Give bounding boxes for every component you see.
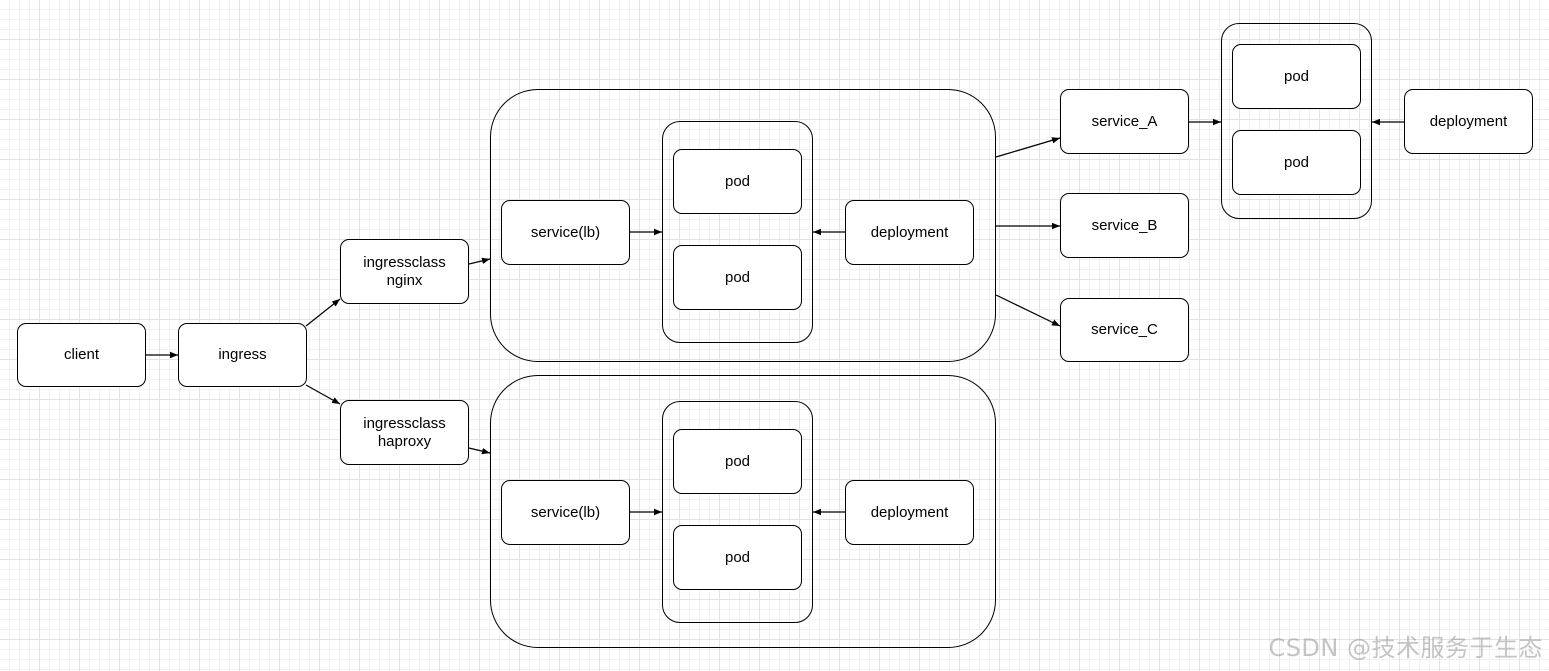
edge-cluster-to-service-c (995, 294, 1061, 327)
edge-ingress-to-nginx (305, 298, 341, 327)
ingressclass-nginx-node[interactable]: ingressclass nginx (340, 239, 469, 304)
service-a-node[interactable]: service_A (1060, 89, 1189, 154)
edge-nginx-to-cluster (468, 257, 491, 265)
csdn-watermark: CSDN @技术服务于生态 (1268, 634, 1543, 662)
nginx-cluster-container (490, 89, 996, 362)
bottom-pod-group (662, 401, 813, 623)
top-pod-2-node[interactable]: pod (673, 245, 802, 310)
bottom-deployment-node[interactable]: deployment (845, 480, 974, 545)
edge-ingress-to-haproxy (305, 384, 341, 405)
top-pod-1-node[interactable]: pod (673, 149, 802, 214)
ingressclass-haproxy-node[interactable]: ingressclass haproxy (340, 400, 469, 465)
bottom-service-lb-node[interactable]: service(lb) (501, 480, 630, 545)
client-node[interactable]: client (17, 323, 146, 387)
right-deployment-node[interactable]: deployment (1404, 89, 1533, 154)
haproxy-cluster-container (490, 375, 996, 648)
ingress-node[interactable]: ingress (178, 323, 307, 387)
service-c-node[interactable]: service_C (1060, 298, 1189, 362)
edge-haproxy-to-cluster (468, 447, 491, 455)
top-service-lb-node[interactable]: service(lb) (501, 200, 630, 265)
right-pod-1-node[interactable]: pod (1232, 44, 1361, 109)
top-pod-group (662, 121, 813, 343)
bottom-pod-2-node[interactable]: pod (673, 525, 802, 590)
bottom-pod-1-node[interactable]: pod (673, 429, 802, 494)
right-pod-group (1221, 23, 1372, 219)
right-pod-2-node[interactable]: pod (1232, 130, 1361, 195)
top-deployment-node[interactable]: deployment (845, 200, 974, 265)
service-b-node[interactable]: service_B (1060, 193, 1189, 258)
edge-cluster-to-service-a (995, 137, 1061, 158)
